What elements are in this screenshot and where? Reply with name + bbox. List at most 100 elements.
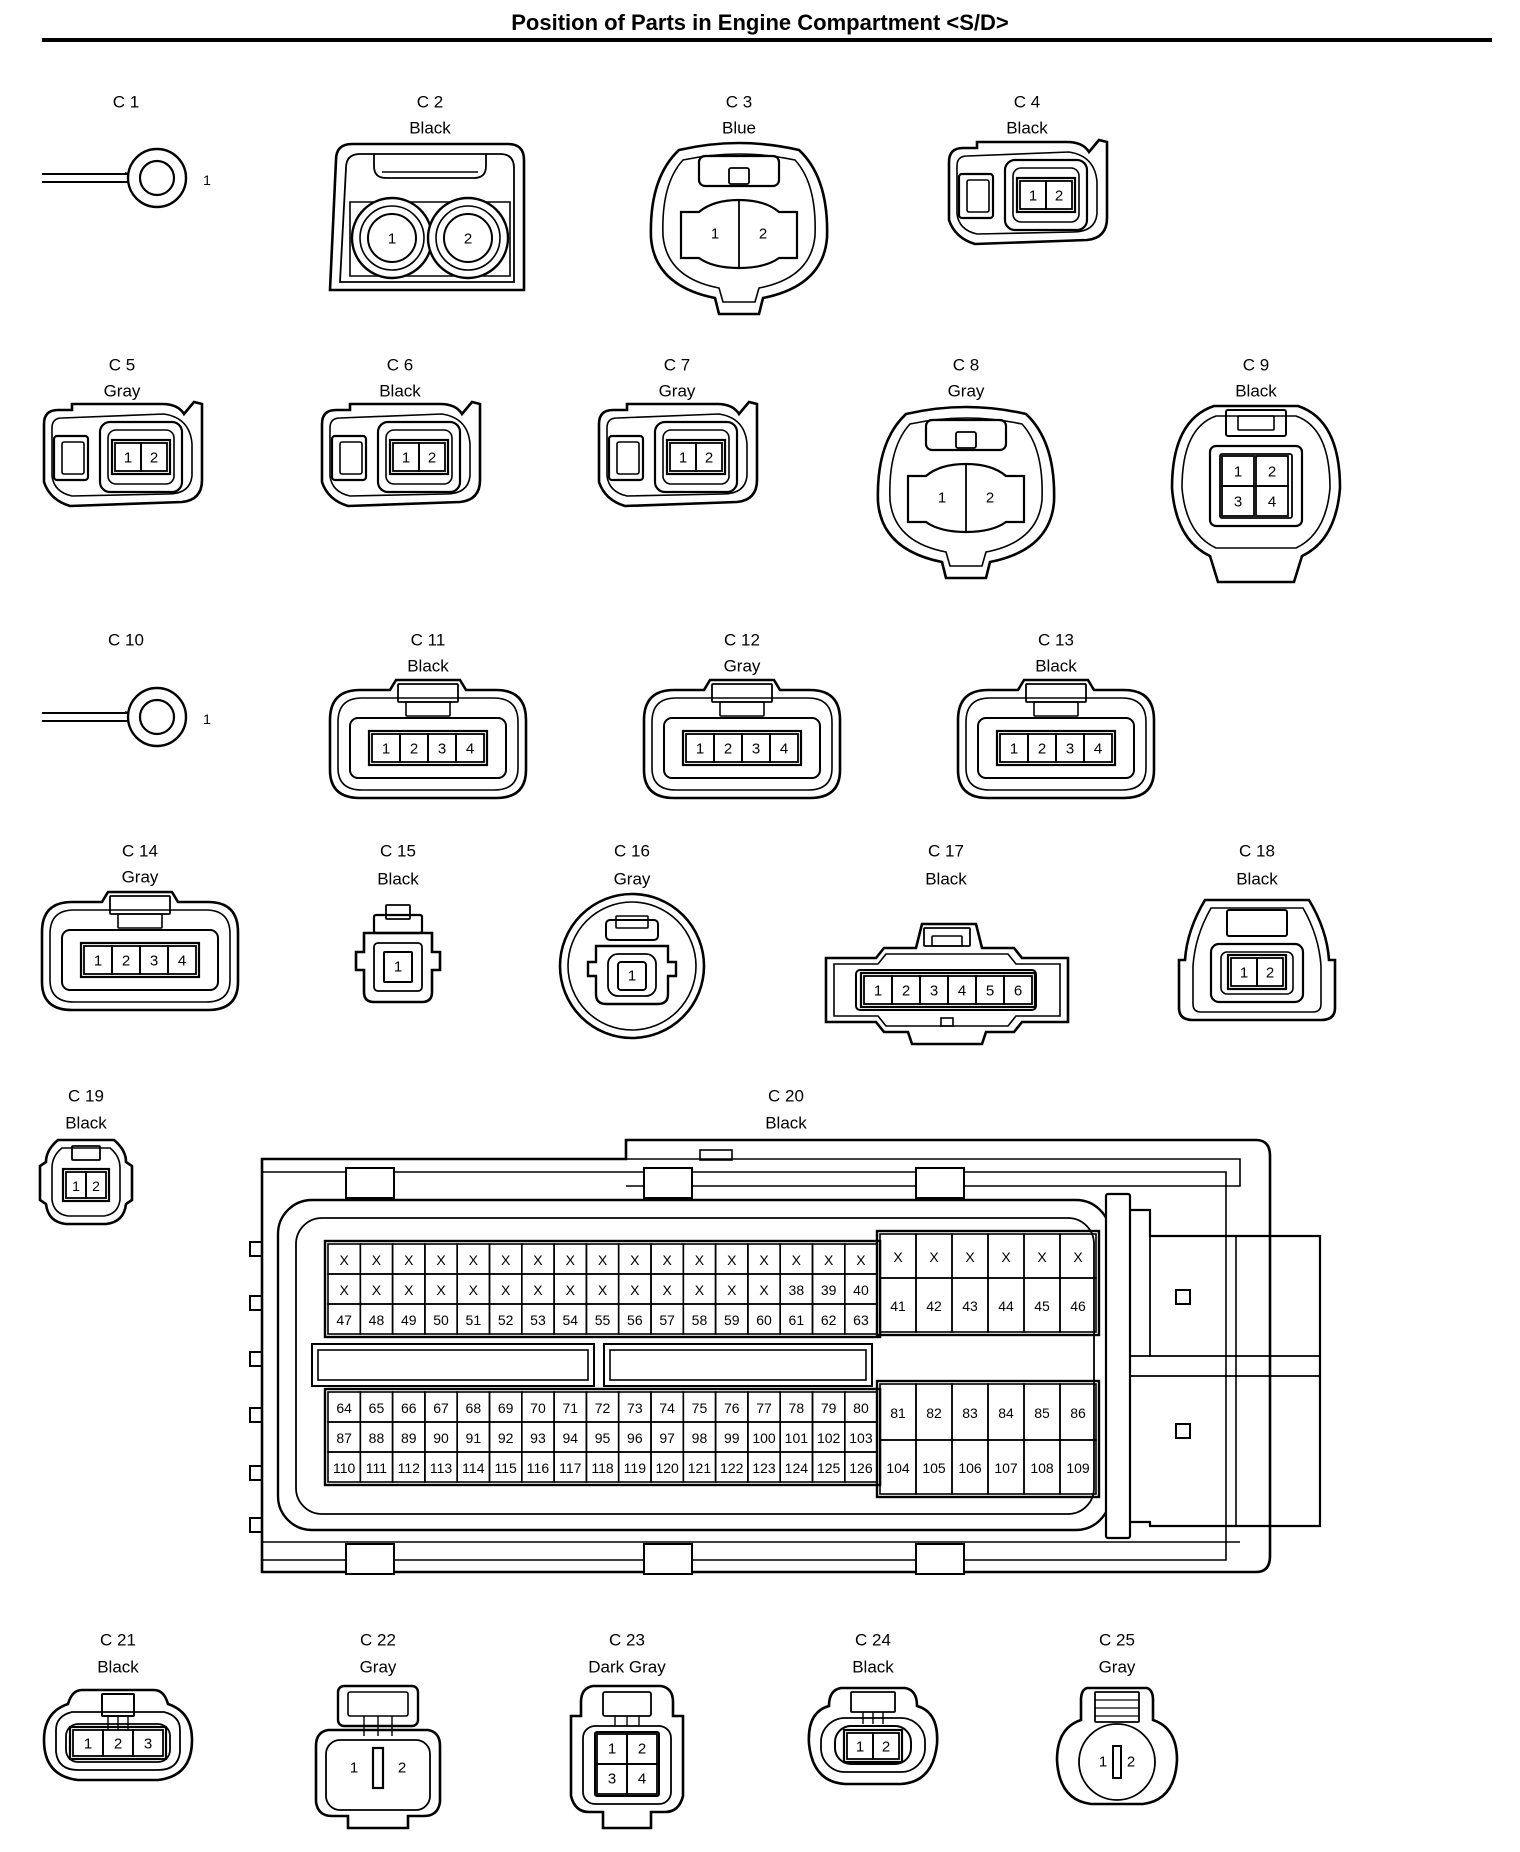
pin-2: 2 bbox=[1268, 464, 1276, 481]
connector-id-label: C 4 bbox=[1014, 93, 1040, 112]
connector-id-label: C 20 bbox=[768, 1087, 804, 1106]
connector-id-label: C 12 bbox=[724, 631, 760, 650]
c20-pin-126: 126 bbox=[849, 1460, 873, 1476]
c20-pin-60: 60 bbox=[756, 1312, 772, 1328]
pin-2: 2 bbox=[1038, 741, 1046, 758]
connector-color-label: Gray bbox=[122, 868, 159, 887]
pin-1: 1 bbox=[1099, 1754, 1107, 1771]
c20-pin-X: X bbox=[965, 1249, 975, 1265]
c20-pin-41: 41 bbox=[890, 1298, 906, 1314]
pin-2: 2 bbox=[638, 1741, 646, 1758]
c20-pin-104: 104 bbox=[886, 1460, 910, 1476]
connector-c10: C 101 bbox=[42, 631, 211, 748]
c20-pin-90: 90 bbox=[433, 1430, 449, 1446]
connector-id-label: C 14 bbox=[122, 842, 158, 861]
connector-color-label: Black bbox=[1006, 119, 1048, 138]
c20-pin-X: X bbox=[501, 1252, 511, 1268]
connector-id-label: C 17 bbox=[928, 842, 964, 861]
pin-4: 4 bbox=[1094, 741, 1102, 758]
connector-id-label: C 6 bbox=[387, 356, 413, 375]
connector-id-label: C 13 bbox=[1038, 631, 1074, 650]
pin-2: 2 bbox=[410, 741, 418, 758]
pin-3: 3 bbox=[150, 953, 158, 970]
c20-pin-X: X bbox=[630, 1252, 640, 1268]
c20-pin-54: 54 bbox=[562, 1312, 578, 1328]
connector-color-label: Black bbox=[765, 1114, 807, 1133]
pin-4: 4 bbox=[780, 741, 788, 758]
c20-pin-106: 106 bbox=[958, 1460, 982, 1476]
c20-pin-120: 120 bbox=[655, 1460, 679, 1476]
c20-pin-63: 63 bbox=[853, 1312, 869, 1328]
c20-pin-73: 73 bbox=[627, 1400, 643, 1416]
connector-c14: C 14 Gray 1 2 3 4 bbox=[40, 842, 240, 1012]
pin-2: 2 bbox=[428, 450, 436, 467]
connector-color-label: Black bbox=[1235, 382, 1277, 401]
c20-pin-71: 71 bbox=[562, 1400, 578, 1416]
connector-id-label: C 1 bbox=[113, 93, 139, 112]
connector-color-label: Black bbox=[65, 1114, 107, 1133]
c20-pin-97: 97 bbox=[659, 1430, 675, 1446]
connector-color-label: Black bbox=[409, 119, 451, 138]
connector-c1: C 11 bbox=[42, 93, 211, 209]
c20-pin-X: X bbox=[727, 1282, 737, 1298]
c20-pin-85: 85 bbox=[1034, 1405, 1050, 1421]
pin-2: 2 bbox=[759, 226, 767, 243]
c20-pin-115: 115 bbox=[494, 1460, 517, 1476]
c20-pin-X: X bbox=[662, 1282, 672, 1298]
c20-pin-38: 38 bbox=[789, 1282, 805, 1298]
connector-id-label: C 9 bbox=[1243, 356, 1269, 375]
c20-pin-109: 109 bbox=[1066, 1460, 1090, 1476]
c20-pin-89: 89 bbox=[401, 1430, 417, 1446]
c20-pin-X: X bbox=[598, 1252, 608, 1268]
pin-1: 1 bbox=[856, 1739, 864, 1756]
c20-pin-95: 95 bbox=[595, 1430, 611, 1446]
c20-pin-92: 92 bbox=[498, 1430, 514, 1446]
c20-pin-119: 119 bbox=[624, 1460, 647, 1476]
c20-pin-X: X bbox=[1037, 1249, 1047, 1265]
c20-pin-88: 88 bbox=[369, 1430, 385, 1446]
c20-pin-X: X bbox=[566, 1282, 576, 1298]
c20-pin-105: 105 bbox=[922, 1460, 946, 1476]
pin-1: 1 bbox=[1010, 741, 1018, 758]
c20-pin-44: 44 bbox=[998, 1298, 1014, 1314]
pin-4: 4 bbox=[178, 953, 186, 970]
c20-pin-108: 108 bbox=[1030, 1460, 1054, 1476]
c20-pin-53: 53 bbox=[530, 1312, 546, 1328]
c20-pin-70: 70 bbox=[530, 1400, 546, 1416]
connector-color-label: Gray bbox=[104, 382, 141, 401]
c20-pin-101: 101 bbox=[785, 1430, 809, 1446]
c20-pin-X: X bbox=[469, 1252, 479, 1268]
c20-pin-59: 59 bbox=[724, 1312, 740, 1328]
connector-color-label: Blue bbox=[722, 119, 756, 138]
c20-pin-50: 50 bbox=[433, 1312, 449, 1328]
pin-2: 2 bbox=[122, 953, 130, 970]
pin-1: 1 bbox=[94, 953, 102, 970]
c20-pin-X: X bbox=[436, 1252, 446, 1268]
c20-pin-64: 64 bbox=[336, 1400, 352, 1416]
title-rule bbox=[42, 38, 1492, 42]
connector-id-label: C 22 bbox=[360, 1631, 396, 1650]
connector-color-label: Black bbox=[1035, 657, 1077, 676]
c20-pin-62: 62 bbox=[821, 1312, 837, 1328]
pin-4: 4 bbox=[638, 1771, 646, 1788]
pin-1: 1 bbox=[72, 1178, 80, 1194]
c20-pin-42: 42 bbox=[926, 1298, 942, 1314]
c20-pin-96: 96 bbox=[627, 1430, 643, 1446]
page-title: Position of Parts in Engine Compartment … bbox=[511, 10, 1009, 35]
c20-pin-61: 61 bbox=[789, 1312, 805, 1328]
c20-pin-107: 107 bbox=[994, 1460, 1018, 1476]
pin-1: 1 bbox=[608, 1741, 616, 1758]
c20-pin-72: 72 bbox=[595, 1400, 611, 1416]
c20-pin-68: 68 bbox=[466, 1400, 482, 1416]
